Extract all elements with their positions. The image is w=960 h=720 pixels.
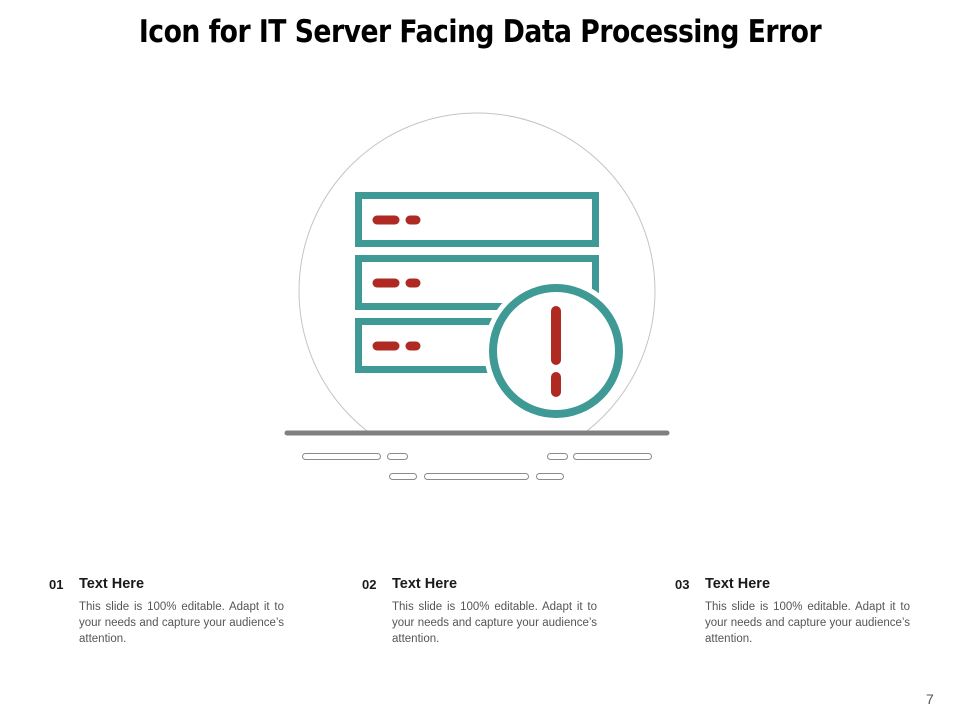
page-number: 7 (926, 691, 934, 707)
point-description: This slide is 100% editable. Adapt it to… (392, 601, 597, 645)
point-description: This slide is 100% editable. Adapt it to… (705, 601, 910, 645)
point-description: This slide is 100% editable. Adapt it to… (79, 601, 284, 645)
point-number: 03 (675, 577, 690, 592)
decorative-dashes (302, 453, 652, 480)
point-title: Text Here (705, 576, 771, 592)
point-number: 01 (49, 577, 64, 592)
point-number: 02 (362, 577, 377, 592)
point-title: Text Here (79, 576, 145, 592)
server-unit-1 (355, 192, 599, 247)
background-circle (298, 112, 656, 432)
slide-title: Icon for IT Server Facing Data Processin… (138, 14, 822, 50)
alert-exclamation-icon (484, 279, 628, 423)
point-title: Text Here (392, 576, 458, 592)
